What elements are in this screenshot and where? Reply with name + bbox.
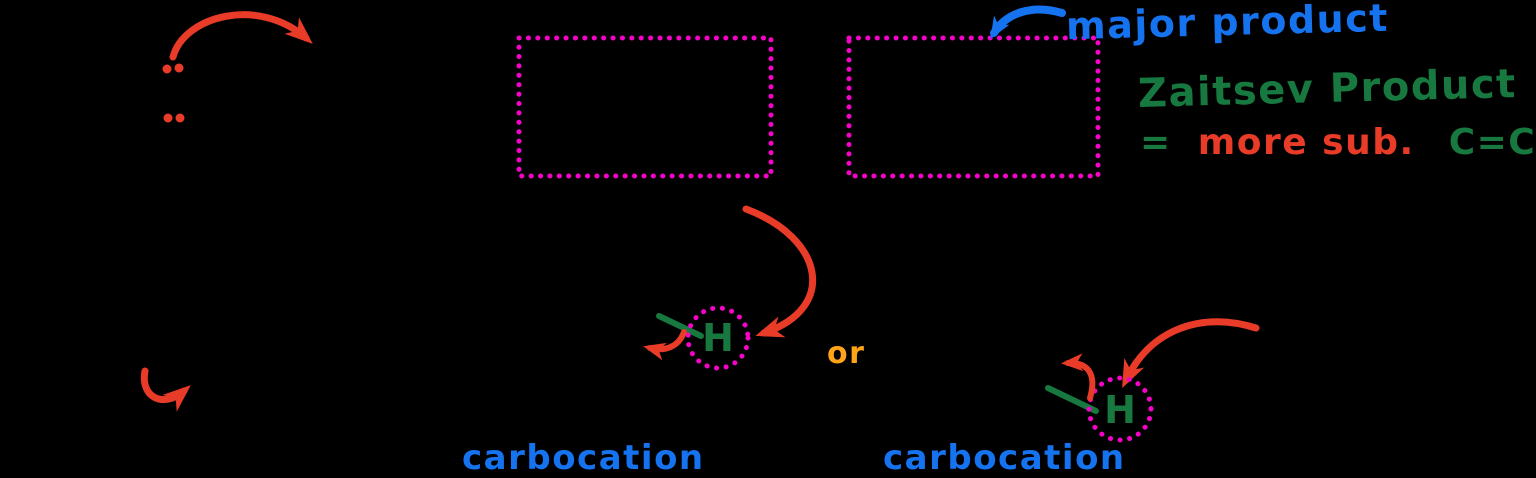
curved-arrow-bottom-left-icon bbox=[140, 367, 191, 412]
product-box-left bbox=[516, 35, 774, 179]
zaitsev-definition-line: = more sub. C=C bbox=[1140, 122, 1536, 163]
major-product-arrow-icon bbox=[990, 5, 1066, 39]
small-arrow-left-icon bbox=[643, 329, 687, 361]
equals-sign: = bbox=[1140, 122, 1172, 163]
curved-arrow-to-h-left-icon bbox=[742, 205, 817, 338]
small-arrow-right-icon bbox=[1061, 353, 1096, 401]
more-sub-label: more sub. bbox=[1197, 122, 1415, 163]
curved-arrow-to-h-right-icon bbox=[1122, 318, 1260, 389]
carbocation-label-right: carbocation bbox=[883, 438, 1126, 478]
h-atom-right: H bbox=[1104, 388, 1136, 432]
h-circle-right-icon bbox=[1086, 375, 1154, 443]
lone-pair-dots-icon bbox=[162, 63, 185, 123]
h-circle-left-icon bbox=[685, 305, 751, 371]
c-h-bond-left-icon bbox=[656, 313, 704, 339]
cc-double-bond-label: C=C bbox=[1448, 122, 1536, 163]
curved-arrow-top-left-icon bbox=[169, 11, 313, 61]
major-product-label: major product bbox=[1065, 0, 1390, 49]
or-label: or bbox=[827, 336, 866, 371]
carbocation-label-left: carbocation bbox=[462, 438, 705, 478]
h-atom-left: H bbox=[702, 316, 734, 360]
product-box-right bbox=[846, 35, 1101, 179]
